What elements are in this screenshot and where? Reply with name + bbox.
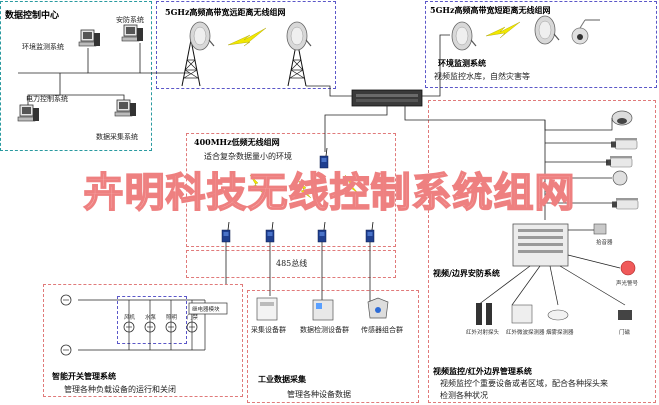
device-label-1: 红外对射探头	[466, 330, 500, 336]
pump-label: 水泵	[145, 315, 157, 321]
long-range-title: 5GHz高频高带宽远距离无线组网	[165, 7, 286, 17]
security-mgmt-desc-2: 检测各种状况	[440, 391, 488, 400]
relay-module-label: 继电器模块	[192, 307, 220, 313]
lightning-link-short	[485, 21, 521, 39]
lightning-link-long	[227, 27, 267, 47]
power-system-label: 电力控制系统	[26, 95, 68, 103]
bullet-camera-2	[605, 155, 633, 168]
bolt-1	[249, 174, 264, 194]
ir-beam-icon-a	[476, 303, 482, 325]
security-system-label: 安防系统	[116, 16, 144, 24]
device-label-2: 红外微波探测器	[506, 330, 545, 336]
pc-env-monitor	[78, 29, 101, 47]
dish-short-2	[534, 15, 560, 45]
bullet-camera-1	[610, 137, 638, 150]
dish-right	[286, 21, 312, 51]
switch-top	[60, 294, 72, 306]
collector-label: 采集设备群	[251, 326, 286, 334]
collector-device-icon	[256, 297, 278, 321]
pc-data-collect	[114, 99, 137, 117]
security-mgmt-title: 视频监控/红外边界管理系统	[433, 366, 532, 376]
short-range-system: 环境监测系统	[438, 58, 486, 68]
bullet-camera-3	[611, 197, 639, 210]
long-range-frame	[156, 1, 336, 89]
network-switch	[351, 89, 423, 107]
radio-base	[319, 147, 329, 169]
industrial-frame	[247, 290, 419, 403]
industrial-desc: 管理各种设备数据	[287, 390, 351, 399]
fan-label: 风机	[124, 315, 136, 321]
device-label-4: 门磁	[619, 330, 631, 336]
switch-mgmt-desc: 管理各种负载设备的运行和关闭	[64, 385, 176, 394]
radio-3	[317, 221, 327, 243]
short-range-frame	[425, 1, 657, 88]
pc-security	[121, 24, 144, 42]
door-label: 门禁	[187, 315, 199, 321]
bus-frame	[186, 250, 396, 278]
data-center-frame	[0, 1, 152, 151]
security-mgmt-desc-1: 视频监控个重要设备或者区域，配合各种探头来	[440, 379, 608, 388]
low-freq-desc: 适合复杂数据量小的环境	[204, 152, 292, 161]
sensor-label: 传感器组合群	[361, 326, 403, 334]
ir-beam-icon-b	[486, 303, 492, 325]
device-label-3: 烟雾探测器	[546, 330, 574, 336]
radio-4	[365, 221, 375, 243]
env-system-label: 环境监测系统	[22, 43, 64, 51]
bolt-2	[297, 179, 312, 199]
speed-dome-icon	[612, 170, 628, 186]
smoke-detector-icon	[547, 309, 569, 321]
short-range-title: 5GHz高频高带宽短距离无线组网	[430, 5, 551, 15]
pickup-label: 拾音器	[596, 240, 613, 246]
low-freq-frame	[186, 133, 396, 247]
security-title: 视频/边界安防系统	[433, 268, 500, 278]
data-center-title: 数据控制中心	[5, 11, 60, 21]
detector-label: 数据检测设备群	[300, 326, 349, 334]
siren-label: 声光警号	[616, 281, 639, 287]
pc-power	[17, 104, 40, 122]
pickup-icon	[593, 223, 607, 235]
siren-icon	[620, 260, 636, 276]
short-range-desc: 视频监控水库，自然灾害等	[434, 72, 530, 81]
switch-mgmt-title: 智能开关管理系统	[52, 371, 116, 381]
bus-label: 485总线	[276, 259, 308, 268]
switch-bottom	[60, 344, 72, 356]
light-label: 照明	[166, 315, 178, 321]
dish-left	[189, 21, 215, 51]
low-freq-title: 400MHz低频无线组网	[194, 137, 280, 147]
switch-mgmt-frame	[43, 284, 243, 397]
security-frame	[428, 100, 656, 403]
radio-2	[265, 221, 275, 243]
industrial-title: 工业数据采集	[258, 374, 306, 384]
data-system-label: 数据采集系统	[96, 133, 138, 141]
ir-microwave-icon	[511, 304, 533, 324]
relay-module-box	[188, 302, 228, 315]
bolt-3	[344, 174, 359, 194]
dish-short-1	[451, 21, 477, 51]
relay-group-frame	[117, 296, 187, 344]
radio-1	[221, 221, 231, 243]
door-contact-icon	[618, 310, 632, 320]
